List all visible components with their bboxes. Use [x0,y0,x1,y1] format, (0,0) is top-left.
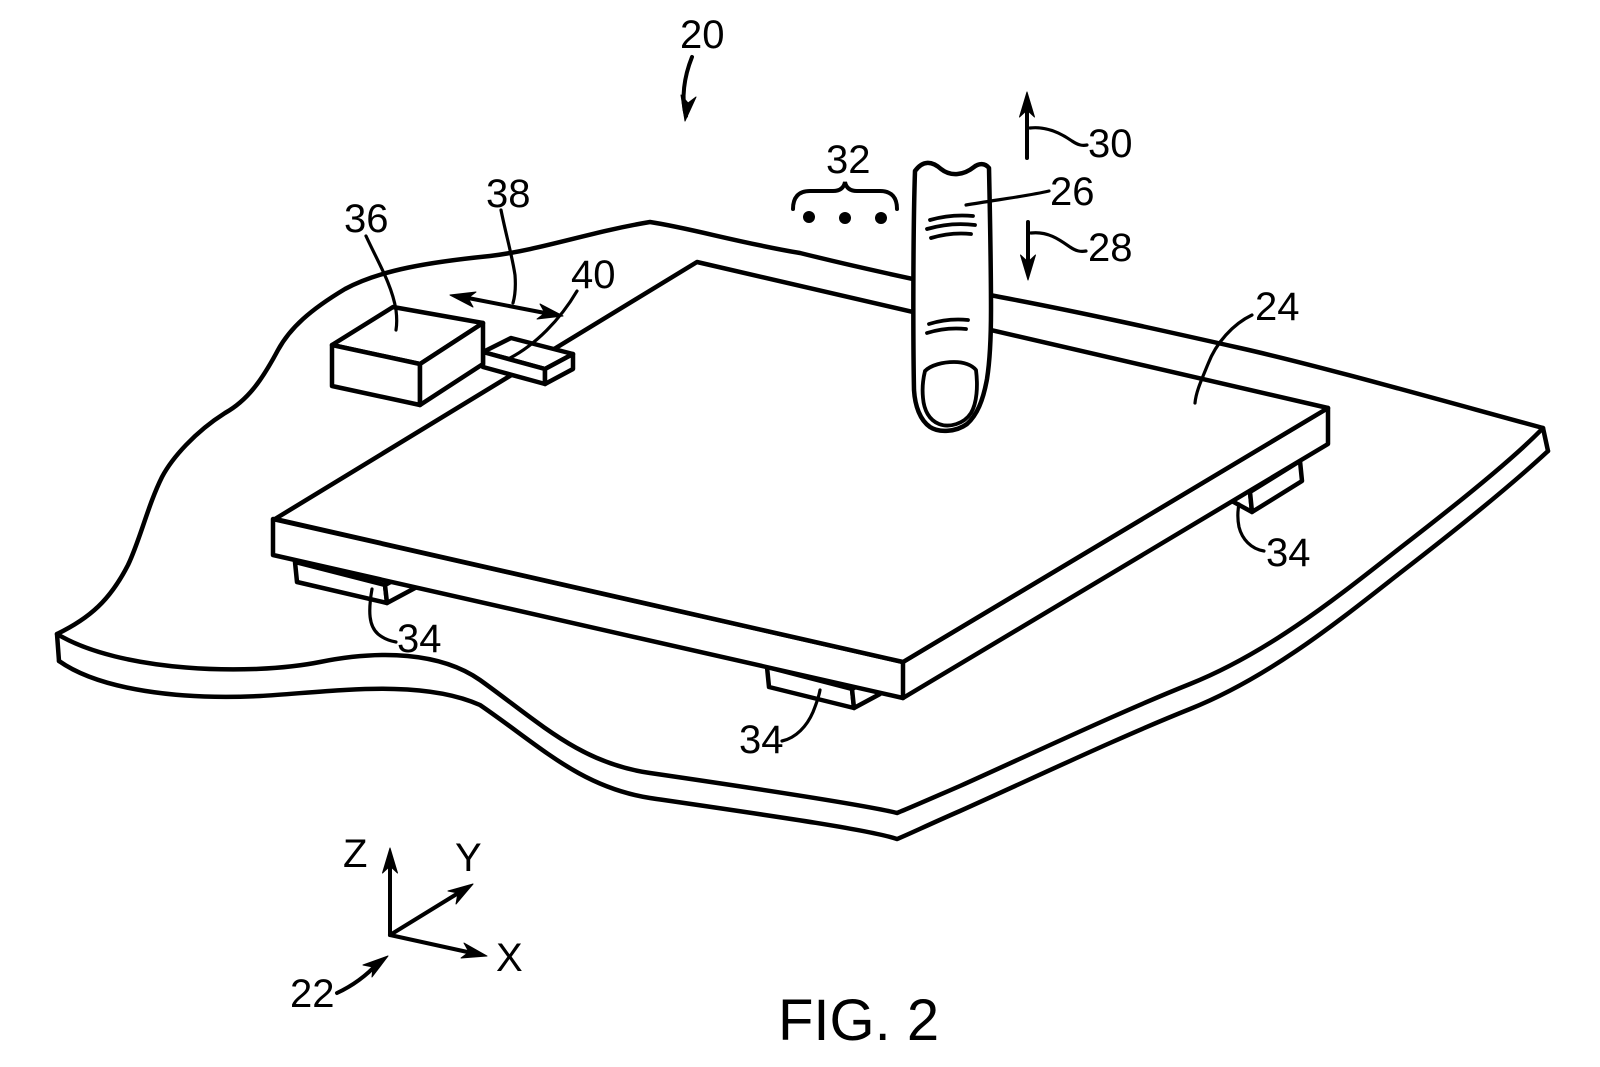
axis-label-x: X [496,936,523,980]
ref-label-36: 36 [344,197,389,241]
finger-illustration [911,160,994,434]
leader-34-right [1236,502,1266,553]
knuckle-crease-lines [928,213,975,222]
axis-z-arrowhead [382,847,398,874]
leader-28 [1029,231,1088,253]
fingernail [920,360,979,428]
base-right-tip-edge [1540,425,1551,454]
ref-label-20: 20 [680,13,725,57]
ref-label-38: 38 [486,172,531,216]
sensor-box [329,304,486,408]
leader-26 [964,189,1051,207]
coordinate-system-pointer [335,955,389,995]
ref-label-34-left: 34 [397,617,442,661]
base-surface-thickness-edge [56,448,1551,842]
base-left-tip-edge [54,631,62,664]
axis-y-arrowhead [447,883,474,905]
additional-fingers-brace [791,181,899,224]
device-pointer-arrow [680,55,697,122]
down-arrow-icon [1020,220,1036,281]
figure-caption: FIG. 2 [778,988,939,1053]
ref-label-40: 40 [571,253,616,297]
finger-dot [803,211,815,223]
leader-34-front [780,688,822,743]
leader-36 [364,234,399,332]
ref-label-32: 32 [826,138,871,182]
ref-label-26: 26 [1050,170,1095,214]
leader-30 [1028,126,1089,147]
leader-24 [1193,313,1254,405]
axis-label-y: Y [455,836,482,880]
up-arrow-icon [1019,91,1035,160]
leader-38 [499,208,517,305]
ref-label-24: 24 [1255,285,1300,329]
ref-label-30: 30 [1088,122,1133,166]
axis-x-arrowhead [460,942,488,959]
finger-dot [839,212,851,224]
ref-label-34-front: 34 [739,718,784,762]
ref-label-34-right: 34 [1266,531,1311,575]
ref-label-28: 28 [1088,226,1133,270]
axis-label-z: Z [343,832,367,876]
coordinate-axes [382,847,488,959]
lateral-double-arrow-icon [449,291,564,320]
leader-40 [508,289,579,360]
finger-dot [875,212,887,224]
leader-34-left [368,587,398,644]
ref-label-22: 22 [290,972,335,1016]
